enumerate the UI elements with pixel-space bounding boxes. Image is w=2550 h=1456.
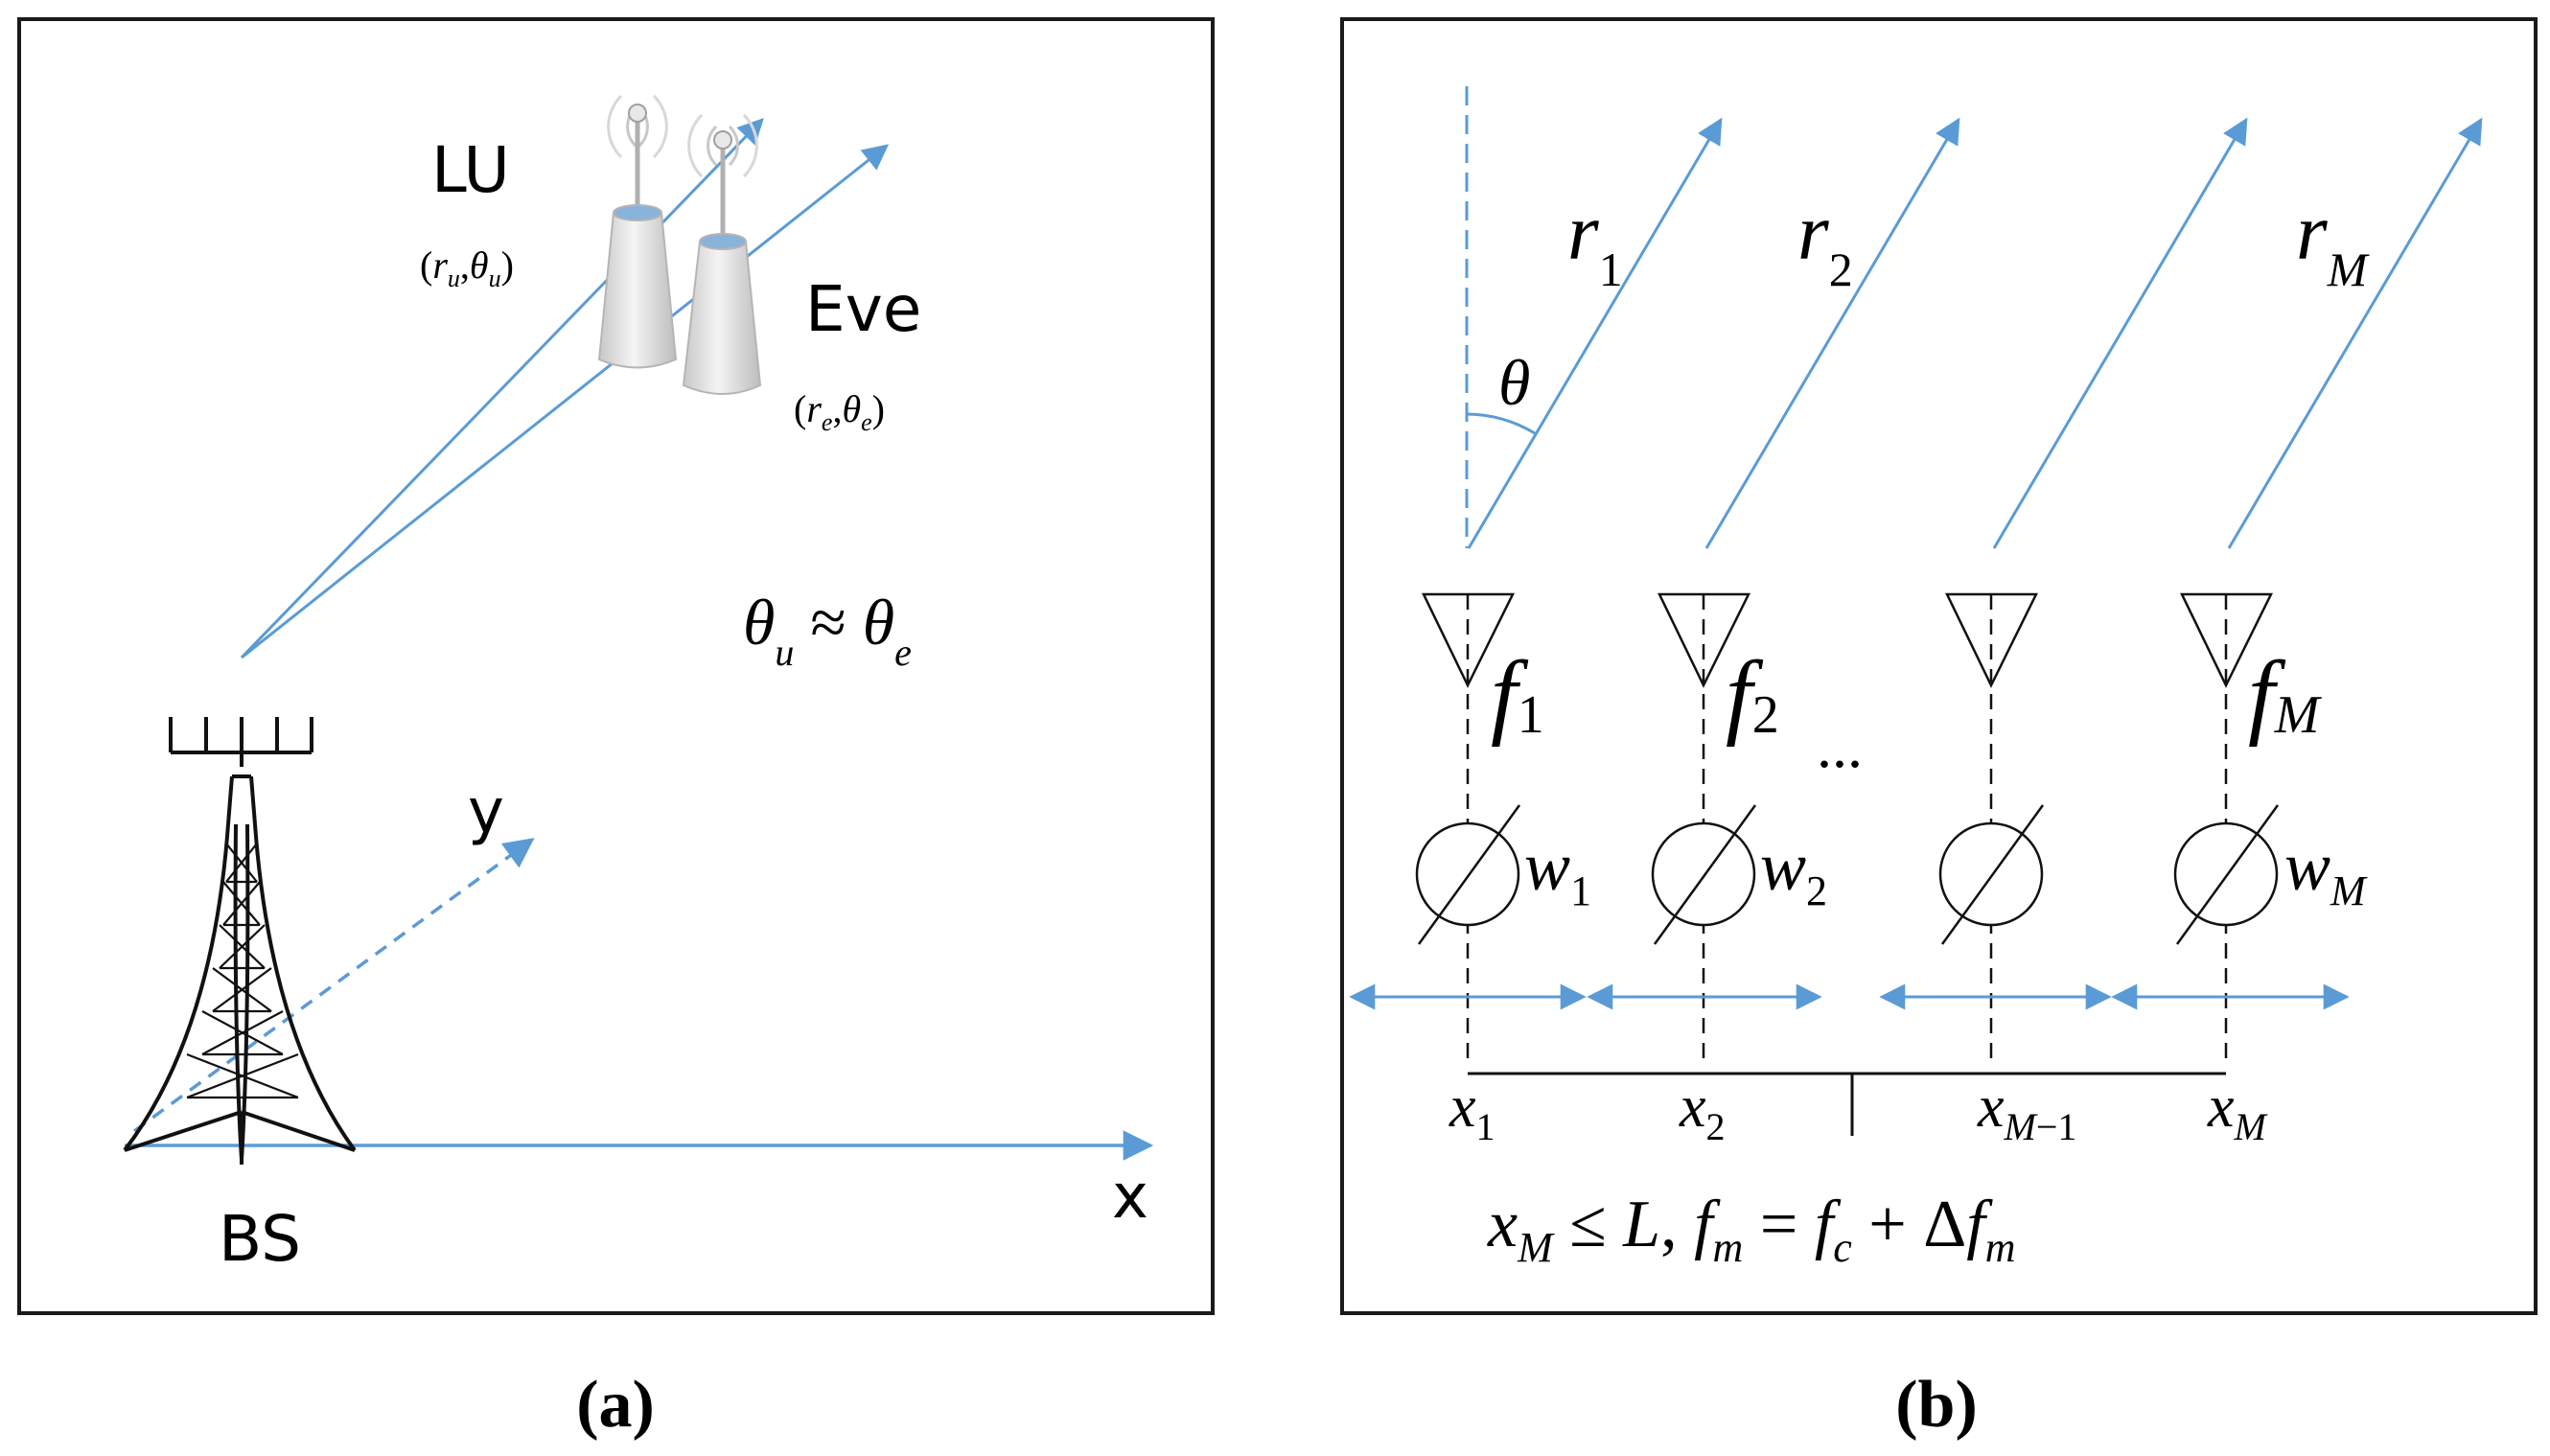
label-eve: Eve xyxy=(805,272,921,346)
bs-tower-lattice xyxy=(186,843,299,1099)
label-xM: xM xyxy=(2207,1075,2269,1148)
label-f1: f1 xyxy=(1491,641,1544,748)
antenna-element-3 xyxy=(1938,592,2045,1064)
antenna-element-1 xyxy=(1415,592,1521,1064)
label-rM: rM xyxy=(2296,188,2370,296)
label-lu-coord: (ru,θu) xyxy=(420,243,514,292)
label-r1: r1 xyxy=(1567,188,1623,296)
label-wM: wM xyxy=(2284,828,2368,914)
antenna-element-2 xyxy=(1651,592,1757,1064)
ellipsis: ... xyxy=(1817,712,1863,780)
label-f2: f2 xyxy=(1726,641,1779,748)
panel-a: LU (ru,θu) Eve (re,θe) θu ≈ θe x y xyxy=(17,17,1215,1315)
panel-a-frame xyxy=(17,17,1215,1315)
angle-theta: θ xyxy=(1498,346,1530,419)
constraint-equation: xM ≤ L, fm = fc + Δfm xyxy=(1487,1188,2016,1271)
panel-b-frame xyxy=(1340,17,2538,1315)
lu-device-icon xyxy=(597,94,678,369)
label-r2: r2 xyxy=(1797,188,1853,296)
ray-2 xyxy=(1704,117,1960,549)
label-bs: BS xyxy=(219,1202,301,1276)
ray-1 xyxy=(1467,117,1723,549)
label-xM-1: xM−1 xyxy=(1977,1075,2076,1148)
x-axis-label: x xyxy=(1112,1162,1148,1233)
ray-4 xyxy=(2227,117,2483,549)
label-w1: w1 xyxy=(1524,828,1591,914)
label-x2: x2 xyxy=(1679,1075,1726,1148)
caption-b: (b) xyxy=(1895,1368,1978,1442)
panel-b: θ r1 r2 rM f1 xyxy=(1340,17,2538,1315)
label-x1: x1 xyxy=(1449,1075,1495,1148)
label-eve-coord: (re,θe) xyxy=(794,387,885,436)
label-lu: LU xyxy=(431,133,510,207)
angle-arc xyxy=(1466,412,1536,435)
beam-to-lu xyxy=(240,118,764,659)
caption-a: (a) xyxy=(576,1368,655,1442)
ray-3 xyxy=(1992,117,2248,549)
label-w2: w2 xyxy=(1760,828,1827,914)
y-axis xyxy=(132,838,535,1133)
angle-relation: θu ≈ θe xyxy=(743,586,912,674)
antenna-element-4 xyxy=(2173,592,2280,1064)
beam-to-eve xyxy=(241,144,890,659)
eve-device-icon xyxy=(682,113,762,395)
bs-tower-icon xyxy=(123,717,357,1165)
label-fM: fM xyxy=(2248,641,2323,748)
y-axis-label: y xyxy=(468,776,504,847)
